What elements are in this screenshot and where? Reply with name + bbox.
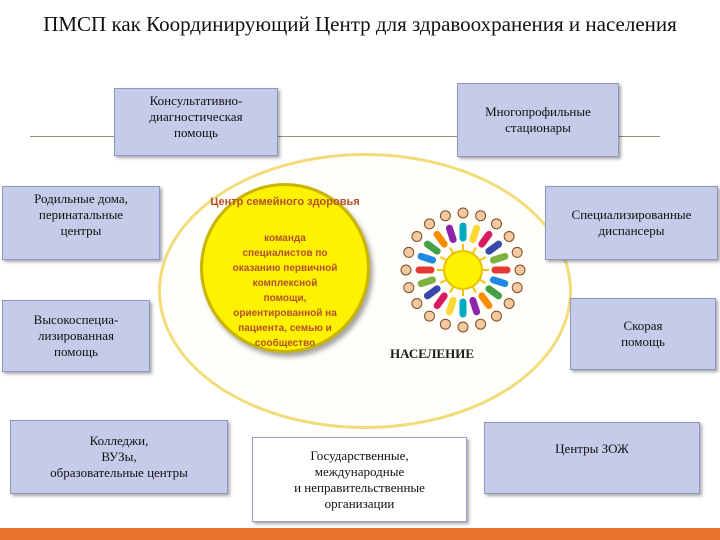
page-title: ПМСП как Координирующий Центр для здраво… xyxy=(43,12,677,36)
person-head xyxy=(511,246,523,258)
person-head xyxy=(503,298,515,310)
connector-line-top xyxy=(30,136,660,137)
person-head xyxy=(403,282,415,294)
box-maternity-hospitals: Родильные дома, перинатальные центры xyxy=(2,186,160,260)
person-body xyxy=(489,252,509,264)
box-high-specialized-care: Высокоспециа- лизированная помощь xyxy=(2,300,150,372)
box-emergency-care: Скорая помощь xyxy=(570,298,716,370)
person-body xyxy=(445,224,457,244)
person-head xyxy=(439,210,451,222)
person-body xyxy=(417,276,437,288)
person-body xyxy=(478,292,493,310)
person-head xyxy=(503,230,515,242)
sun-rays xyxy=(437,244,489,296)
people-ring xyxy=(400,207,526,333)
sun-ray xyxy=(449,285,455,294)
person-head xyxy=(457,321,469,333)
person-head xyxy=(400,264,412,276)
person-head xyxy=(514,264,526,276)
person-body xyxy=(485,240,503,255)
sun-icon xyxy=(443,250,483,290)
sun-ray xyxy=(478,256,487,262)
center-description: команда специалистов по оказанию первичн… xyxy=(232,233,338,349)
person-body xyxy=(478,230,493,248)
person-body xyxy=(489,276,509,288)
person-head xyxy=(475,318,487,330)
population-people-ring xyxy=(400,207,526,333)
sun-ray xyxy=(449,246,455,255)
person-body xyxy=(469,296,481,316)
box-colleges-universities: Колледжи, ВУЗы, образовательные центры xyxy=(10,420,228,494)
person-head xyxy=(411,298,423,310)
center-title: Центр семейного здоровья xyxy=(210,196,360,208)
person-body xyxy=(423,285,441,300)
person-body xyxy=(445,296,457,316)
person-head xyxy=(491,218,503,230)
box-multiprofile-hospitals: Многопрофильные стационары xyxy=(457,83,619,157)
box-healthy-lifestyle-centers: Центры ЗОЖ xyxy=(484,422,700,494)
person-body xyxy=(423,240,441,255)
box-government-organizations: Государственные, международные и неправи… xyxy=(252,437,467,522)
sun-ray xyxy=(471,246,477,255)
person-head xyxy=(423,218,435,230)
person-head xyxy=(403,246,415,258)
person-head xyxy=(475,210,487,222)
population-label: НАСЕЛЕНИЕ xyxy=(390,346,474,361)
family-health-center-circle xyxy=(200,183,370,353)
person-body xyxy=(433,292,448,310)
person-body xyxy=(433,230,448,248)
box-specialized-dispensaries: Специализированные диспансеры xyxy=(545,186,718,260)
sun-ray xyxy=(478,278,487,284)
box-consultative-diagnostic: Консультативно- диагностическая помощь xyxy=(114,88,278,156)
person-head xyxy=(439,318,451,330)
sun-ray xyxy=(471,285,477,294)
sun-ray xyxy=(439,256,448,262)
person-head xyxy=(491,310,503,322)
person-body xyxy=(485,285,503,300)
sun-ray xyxy=(439,278,448,284)
person-body xyxy=(417,252,437,264)
person-head xyxy=(511,282,523,294)
person-head xyxy=(411,230,423,242)
accent-bar xyxy=(0,528,720,540)
person-head xyxy=(423,310,435,322)
person-head xyxy=(457,207,469,219)
person-body xyxy=(469,224,481,244)
